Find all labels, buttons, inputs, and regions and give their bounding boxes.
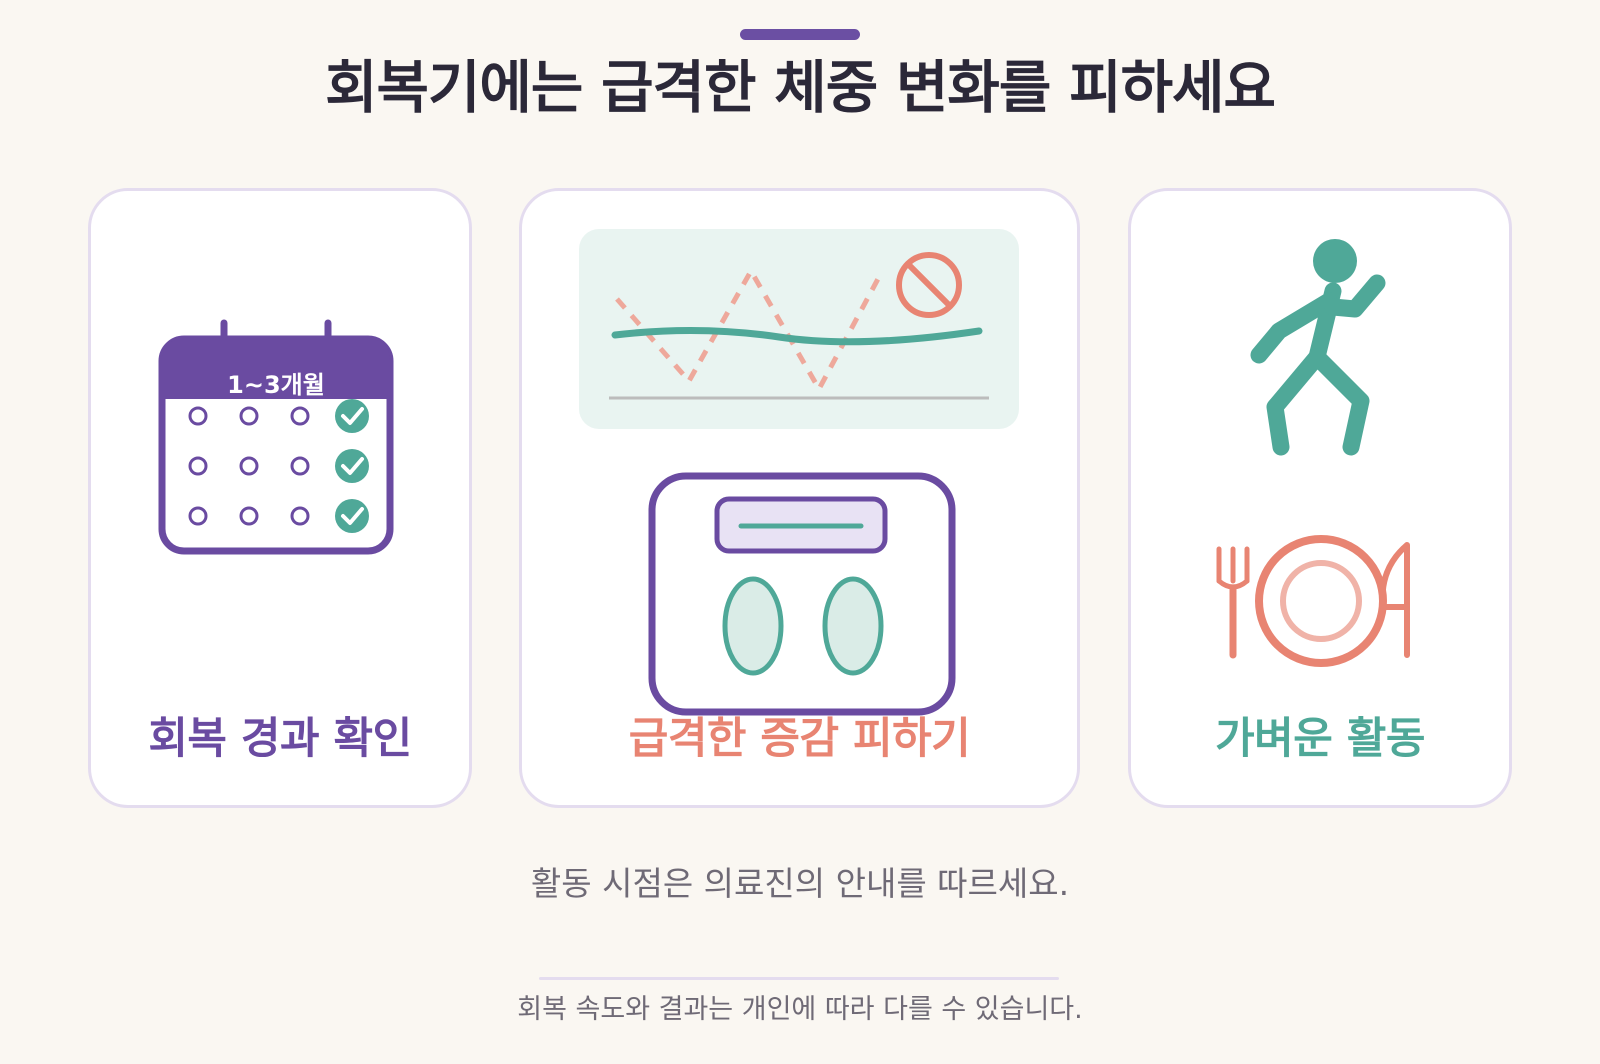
disclaimer-footnote: 회복 속도와 결과는 개인에 따라 다를 수 있습니다. — [517, 994, 1083, 1025]
walking-person-icon — [1250, 239, 1386, 456]
prohibited-icon — [896, 252, 962, 318]
card-label-recovery-check: 회복 경과 확인 — [148, 714, 412, 764]
card-avoid-fluctuation: 급격한 증감 피하기 — [519, 188, 1080, 808]
plate-fork-knife-icon — [1216, 535, 1410, 667]
footer-divider — [539, 977, 1059, 980]
bathroom-scale-icon — [648, 472, 956, 716]
card-light-activity: 가벼운 활동 — [1128, 188, 1512, 808]
weight-fluctuation-chart-icon — [579, 229, 1019, 429]
calendar-header-text: 1~3개월 — [227, 371, 325, 399]
calendar-check-icon: 1~3개월 — [158, 319, 394, 555]
card-label-avoid-fluctuation: 급격한 증감 피하기 — [628, 714, 971, 764]
card-recovery-check: 1~3개월 회복 경과 확인 — [88, 188, 472, 808]
guidance-note: 활동 시점은 의료진의 안내를 따르세요. — [530, 864, 1070, 903]
title-accent-bar — [740, 29, 860, 40]
card-label-light-activity: 가벼운 활동 — [1215, 714, 1425, 764]
page-title: 회복기에는 급격한 체중 변화를 피하세요 — [325, 55, 1276, 121]
